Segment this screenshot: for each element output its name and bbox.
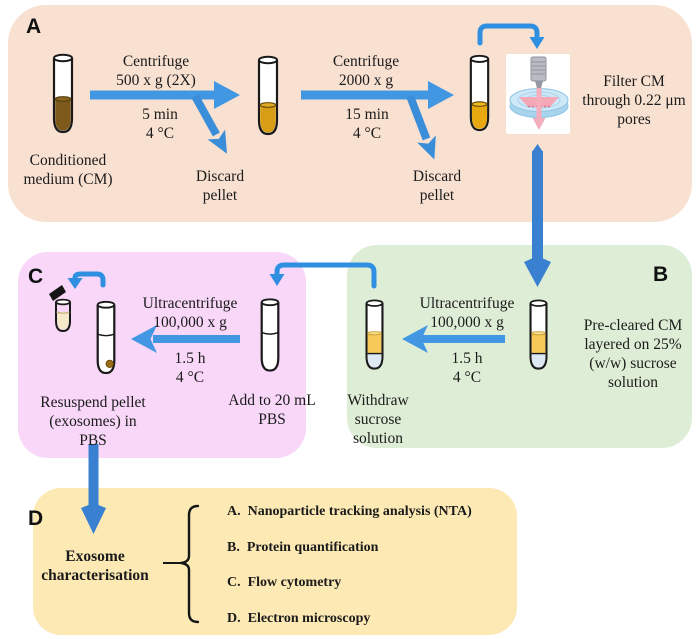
filter-label: Filter CM through 0.22 μm pores <box>582 73 686 128</box>
tube-pbs <box>260 298 280 372</box>
step1-conditions-label: 5 min 4 °C <box>142 106 178 142</box>
ultracentrifuge-b-action-label: Ultracentrifuge 100,000 x g <box>419 295 515 331</box>
eppendorf-tube-icon <box>49 285 71 333</box>
resuspend-pellet-label: Resuspend pellet (exosomes) in PBS <box>40 394 146 449</box>
panel-d-background <box>33 488 517 635</box>
conditioned-medium-label: Conditioned medium (CM) <box>23 152 113 188</box>
add-pbs-label: Add to 20 mL PBS <box>228 392 316 428</box>
tube-sucrose-layered-left <box>365 299 384 370</box>
discard-pellet-label-1: Discard pellet <box>195 168 245 204</box>
withdraw-sucrose-label: Withdraw sucrose solution <box>347 392 409 447</box>
tube-supernatant-1 <box>257 55 279 136</box>
panel-b-label: B <box>653 263 669 286</box>
tube-supernatant-2 <box>469 54 490 132</box>
panel-a-background <box>8 5 692 222</box>
syringe-filter-icon <box>506 54 570 134</box>
characterisation-item-flow-cytometry: C. Flow cytometry <box>227 575 342 590</box>
panel-c-background <box>18 252 306 458</box>
ultracentrifuge-b-conditions-label: 1.5 h 4 °C <box>451 350 483 386</box>
panel-c-label: C <box>28 265 44 288</box>
step2-action-label: Centrifuge 2000 x g <box>332 53 400 89</box>
brace-connector-line <box>163 562 181 565</box>
tube-sucrose-layered-right <box>529 299 548 370</box>
precleared-cm-label: Pre-cleared CM layered on 25% (w/w) sucr… <box>583 317 683 391</box>
tube-exosome-pellet <box>96 300 116 375</box>
step1-action-label: Centrifuge 500 x g (2X) <box>116 53 196 89</box>
tube-conditioned-medium <box>52 53 74 134</box>
discard-pellet-label-2: Discard pellet <box>412 168 462 204</box>
characterisation-item-nta: A. Nanoparticle tracking analysis (NTA) <box>227 504 472 519</box>
characterisation-item-electron-microscopy: D. Electron microscopy <box>227 611 371 626</box>
ultracentrifuge-c-conditions-label: 1.5 h 4 °C <box>174 350 206 386</box>
exosome-characterisation-title: Exosome characterisation <box>41 548 149 584</box>
panel-a-label: A <box>26 15 42 38</box>
curly-brace <box>180 504 200 624</box>
ultracentrifuge-c-action-label: Ultracentrifuge 100,000 x g <box>142 295 238 331</box>
characterisation-item-protein: B. Protein quantification <box>227 540 379 555</box>
panel-d-label: D <box>28 507 44 530</box>
step2-conditions-label: 15 min 4 °C <box>345 106 389 142</box>
